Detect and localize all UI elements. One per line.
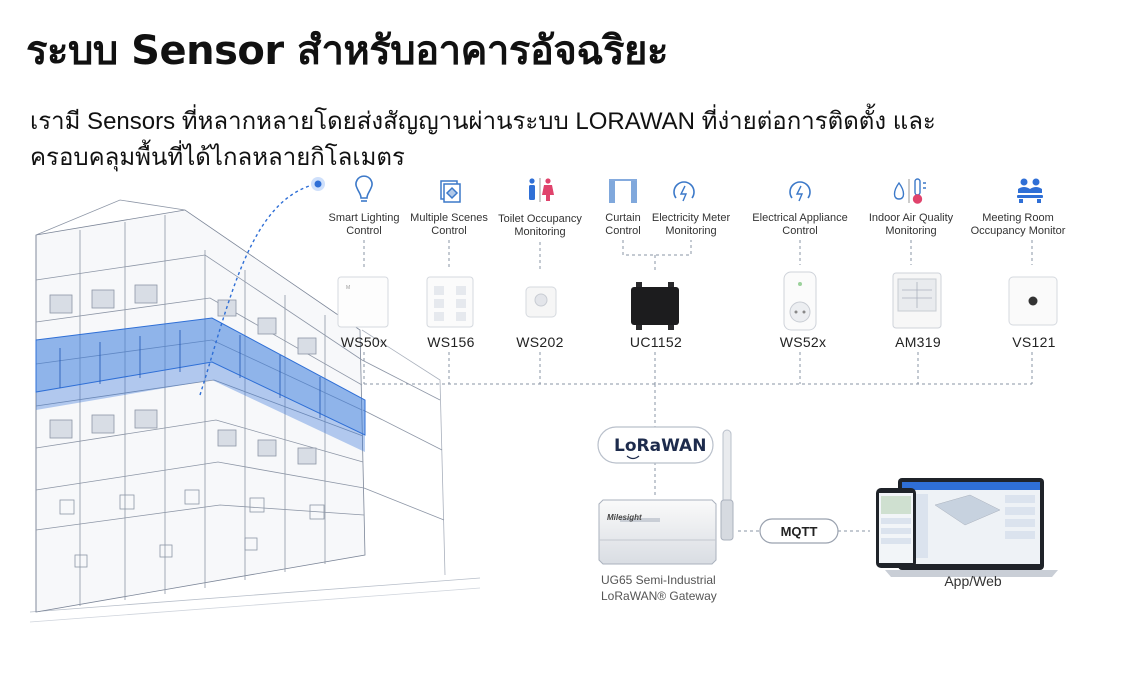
connector-lines xyxy=(363,240,1033,532)
page-title: ระบบ Sensor สำหรับอาคารอัจฉริยะ xyxy=(26,28,668,74)
device-labels: WS50x WS156 WS202 UC1152 WS52x AM319 VS1… xyxy=(341,334,1056,350)
device-am319 xyxy=(892,272,942,329)
category-label-air-quality: Indoor Air Quality xyxy=(869,212,954,224)
mqtt-text: MQTT xyxy=(781,524,818,539)
device-ws52x xyxy=(783,271,817,331)
device-label-vs121: VS121 xyxy=(1012,334,1056,350)
category-label-appliance-2: Control xyxy=(782,225,817,237)
category-label-multiple-scenes-2: Control xyxy=(431,225,466,237)
device-label-ws50x: WS50x xyxy=(341,334,388,350)
lorawan-badge-text: LoRaWAN xyxy=(614,436,706,456)
mqtt-badge: MQTT xyxy=(759,518,839,544)
highlighted-floor xyxy=(35,317,366,452)
category-label-curtain: Curtain xyxy=(605,212,640,224)
gateway-brand: Milesight xyxy=(607,513,642,522)
device-ws202 xyxy=(525,286,557,318)
meter-icon xyxy=(673,181,695,202)
lorawan-wave-icon xyxy=(626,455,640,460)
category-label-meeting-room-2: Occupancy Monitor xyxy=(971,225,1066,237)
curtain-icon xyxy=(609,179,637,203)
building-link-line xyxy=(199,183,317,396)
device-label-ws202: WS202 xyxy=(516,334,563,350)
device-vs121 xyxy=(1008,276,1058,326)
device-label-am319: AM319 xyxy=(895,334,941,350)
app-web-label: App/Web xyxy=(944,573,1002,589)
sensor-location-dot-core xyxy=(314,180,322,188)
lightbulb-icon xyxy=(355,175,373,202)
appliance-icon xyxy=(789,181,811,202)
description-line-1: เรามี Sensors ที่หลากหลายโดยส่งสัญญานผ่า… xyxy=(30,108,936,135)
category-label-electricity-meter: Electricity Meter xyxy=(652,212,731,224)
gateway-label-line1: UG65 Semi-Industrial xyxy=(601,573,716,587)
device-ws156 xyxy=(426,276,474,328)
category-label-electricity-meter-2: Monitoring xyxy=(665,225,716,237)
app-web-devices xyxy=(876,478,1058,577)
category-label-multiple-scenes: Multiple Scenes xyxy=(410,212,488,224)
building-sketch xyxy=(29,199,481,623)
toilet-icon xyxy=(529,178,554,202)
device-label-ws156: WS156 xyxy=(427,334,474,350)
svg-text:M: M xyxy=(346,285,350,291)
device-ws50x: M xyxy=(337,276,389,328)
gateway-label-line2: LoRaWAN® Gateway xyxy=(601,589,717,603)
air-quality-icon xyxy=(893,178,926,204)
meeting-room-icon xyxy=(1017,178,1043,203)
description-line-2: ครอบคลุมพื้นที่ได้ไกลหลายกิโลเมตร xyxy=(30,144,405,171)
category-label-toilet-2: Monitoring xyxy=(514,226,565,238)
device-label-uc1152: UC1152 xyxy=(630,334,682,350)
device-uc1152 xyxy=(631,282,679,330)
category-label-appliance: Electrical Appliance xyxy=(752,212,847,224)
category-label-curtain-2: Control xyxy=(605,225,640,237)
category-labels: Smart Lighting Control Multiple Scenes C… xyxy=(329,212,1066,238)
device-label-ws52x: WS52x xyxy=(780,334,827,350)
page-description: เรามี Sensors ที่หลากหลายโดยส่งสัญญานผ่า… xyxy=(30,104,1080,176)
category-label-smart-lighting: Smart Lighting xyxy=(329,212,400,224)
gateway-device: Milesight xyxy=(598,429,734,565)
category-label-air-quality-2: Monitoring xyxy=(885,225,936,237)
category-label-toilet: Toilet Occupancy xyxy=(498,213,582,225)
lorawan-badge: LoRaWAN xyxy=(597,426,714,464)
scenes-icon xyxy=(440,180,461,203)
category-label-smart-lighting-2: Control xyxy=(346,225,381,237)
category-label-meeting-room: Meeting Room xyxy=(982,212,1054,224)
